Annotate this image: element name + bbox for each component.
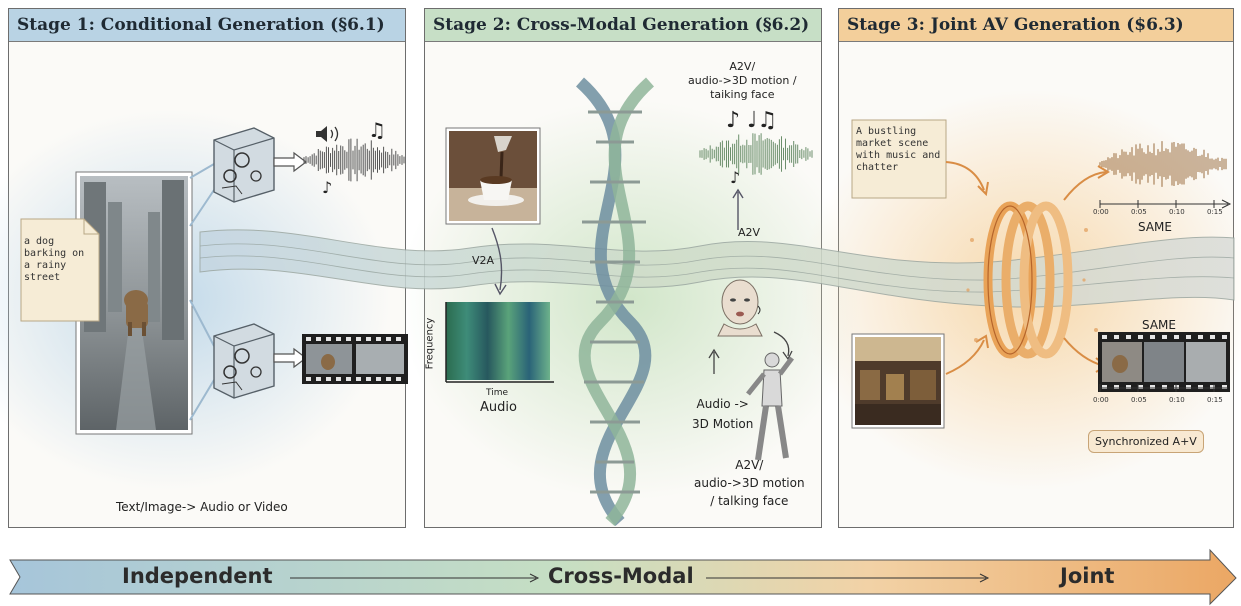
waveform-green-icon [699, 133, 813, 175]
market-note-icon [851, 119, 947, 199]
a2v-bottom-label: A2V/ audio->3D motion / talking face [694, 458, 805, 508]
joint-rings-icon [966, 201, 1098, 359]
spectrogram-time-label: Time [486, 388, 509, 398]
film-strip-icon [302, 334, 408, 384]
a2v-arrow-icon [732, 188, 744, 230]
tick-top-2: 0:10 [1169, 208, 1185, 216]
prompt-note-icon [20, 218, 100, 322]
waveform-icon [303, 138, 405, 182]
motion-arrows-icon [708, 331, 793, 374]
waveform-orange-icon [1099, 141, 1227, 187]
v2a-label: V2A [472, 254, 495, 267]
speaker-icon [316, 126, 339, 142]
sync-badge: Synchronized A+V [1088, 430, 1204, 453]
dna-helix-icon [576, 77, 654, 526]
spectrogram-audio-label: Audio [480, 400, 517, 415]
3d-figure-icon [746, 352, 794, 461]
output-arrow-icon-2 [273, 347, 307, 369]
stage3-prompt-note: A bustling market scene with music and c… [856, 126, 941, 173]
output-arrow-icon [273, 151, 307, 173]
bar-independent: Independent [122, 564, 273, 588]
audio-3d-motion-label: Audio -> 3D Motion [692, 397, 754, 431]
music-note-icon-3: ♪ [730, 168, 741, 187]
bar-cross-modal: Cross-Modal [548, 564, 694, 588]
market-photo [851, 333, 945, 429]
stage1-caption: Text/Image-> Audio or Video [116, 500, 288, 514]
same-top-label: SAME [1138, 220, 1172, 234]
tick-bottom-3: 0:15 [1207, 396, 1223, 404]
stage1-title: Stage 1: Conditional Generation (§6.1) [9, 9, 405, 42]
tick-top-1: 0:05 [1131, 208, 1147, 216]
tick-top-0: 0:00 [1093, 208, 1109, 216]
progression-arrow [9, 548, 1237, 606]
timeline-top [1099, 199, 1232, 209]
generator-gear-icon-2 [213, 323, 275, 399]
a2v-top-label: A2V/ audio->3D motion / taiking face [688, 60, 797, 101]
spectrogram-frequency-label: Frequency [424, 317, 436, 370]
projection-lines [189, 163, 215, 421]
input-arrows [945, 161, 989, 375]
generator-gear-icon [213, 127, 275, 203]
music-note-icon-2: ♪ [322, 178, 333, 197]
bar-joint: Joint [1060, 564, 1115, 588]
music-note-icon: ♫ [368, 118, 386, 142]
a2v-label: A2V [738, 226, 761, 239]
tick-top-3: 0:15 [1207, 208, 1223, 216]
music-notes-icon: ♪ ♩♫ [726, 108, 778, 133]
stage3-title: Stage 3: Joint AV Generation ($6.3) [839, 9, 1233, 42]
timeline-bottom [1099, 384, 1228, 392]
v2a-arrow-icon [491, 227, 507, 296]
spectrogram-icon [445, 302, 554, 383]
tick-bottom-2: 0:10 [1169, 396, 1185, 404]
same-bottom-label: SAME [1142, 318, 1176, 332]
stage1-prompt-note: a dog barking on a rainy street [24, 236, 85, 283]
face-icon [717, 279, 763, 337]
tick-bottom-0: 0:00 [1093, 396, 1109, 404]
stage2-title: Stage 2: Cross-Modal Generation (§6.2) [425, 9, 821, 42]
film-strip-icon-2 [1098, 332, 1230, 392]
tick-bottom-1: 0:05 [1131, 396, 1147, 404]
coffee-photo [445, 127, 541, 225]
